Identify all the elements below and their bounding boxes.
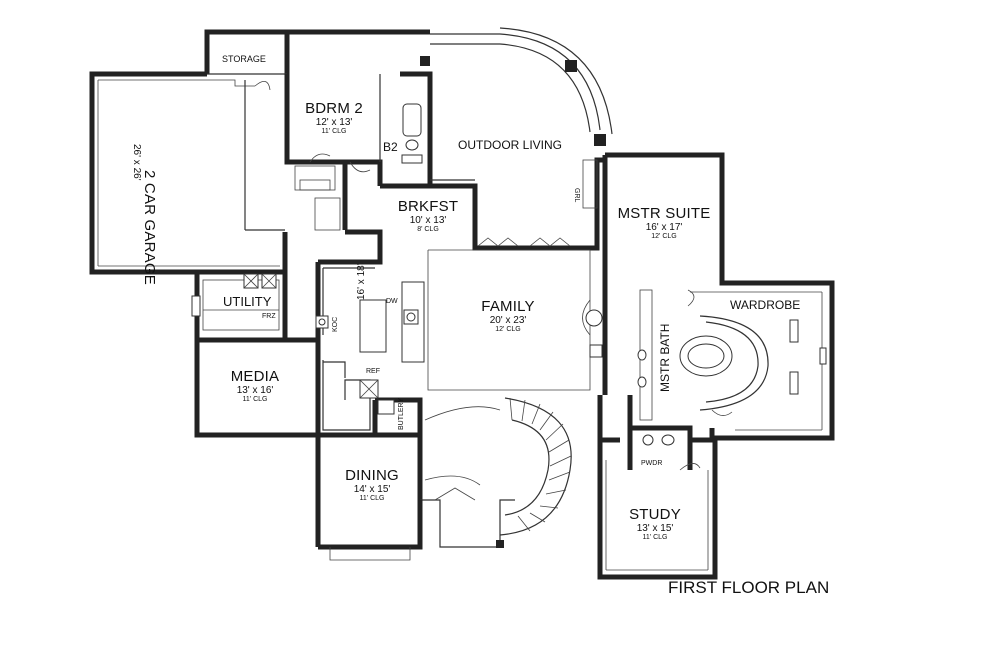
brkfst-size: 10' x 13' [409, 215, 447, 226]
mstr-bath-label: MSTR BATH [658, 324, 672, 392]
family-ceiling: 12' CLG [495, 326, 521, 333]
plan-title: FIRST FLOOR PLAN [668, 578, 830, 597]
dining-name: DINING [345, 467, 399, 484]
dw-label: DW [386, 298, 398, 305]
brkfst-name: BRKFST [397, 198, 459, 215]
bdrm2-name: BDRM 2 [305, 100, 363, 117]
media-name: MEDIA [230, 368, 280, 385]
wardrobe-label: WARDROBE [730, 298, 801, 312]
storage-label: STORAGE [222, 54, 266, 64]
garage-size: 26' x 26' [131, 144, 142, 181]
dining-ceiling: 11' CLG [359, 495, 385, 502]
b2-label: B2 [383, 140, 398, 154]
media-size: 13' x 16' [236, 385, 274, 396]
study-size: 13' x 15' [636, 523, 674, 534]
koc-label: KOC [332, 317, 339, 332]
mstr-bath-name: MSTR BATH [658, 323, 672, 392]
interior-lines [97, 56, 827, 571]
grl-text: GRL [573, 188, 580, 203]
family-size: 20' x 23' [489, 315, 527, 326]
bdrm2-label: BDRM 2 12' x 13' 11' CLG [293, 100, 375, 136]
study-label: STUDY 13' x 15' 11' CLG [614, 506, 696, 542]
frz-label: FRZ [262, 313, 276, 320]
butlery-text: BUTLERY [398, 397, 405, 430]
study-ceiling: 11' CLG [642, 534, 668, 541]
brkfst-ceiling: 8' CLG [417, 226, 439, 233]
garage-name: 2 CAR GARAGE [141, 170, 158, 285]
mstr-suite-ceiling: 12' CLG [651, 233, 677, 240]
kitchen-size: 16' x 18' [356, 263, 367, 300]
ref-label: REF [366, 368, 380, 375]
grl-label: GRL [573, 188, 580, 202]
koc-text: KOC [332, 316, 339, 332]
dining-label: DINING 14' x 15' 11' CLG [330, 467, 414, 503]
media-label: MEDIA 13' x 16' 11' CLG [210, 368, 300, 404]
bdrm2-ceiling: 11' CLG [321, 128, 347, 135]
media-ceiling: 11' CLG [242, 396, 268, 403]
utility-label: UTILITY [223, 294, 272, 309]
pwdr-label: PWDR [641, 460, 663, 467]
butlery-label: BUTLERY [398, 398, 405, 430]
bdrm2-size: 12' x 13' [315, 117, 353, 128]
mstr-suite-name: MSTR SUITE [617, 205, 711, 222]
kitchen-size-label: 16' x 18' [356, 263, 367, 300]
garage-label: 2 CAR GARAGE [141, 170, 158, 285]
garage-size-label: 26' x 26' [131, 144, 142, 181]
outdoor-living-label: OUTDOOR LIVING [458, 138, 563, 152]
exterior-walls [89, 27, 835, 580]
brkfst-label: BRKFST 10' x 13' 8' CLG [387, 198, 469, 234]
family-label: FAMILY 20' x 23' 12' CLG [468, 298, 548, 334]
mstr-suite-size: 16' x 17' [645, 222, 683, 233]
family-name: FAMILY [481, 298, 535, 315]
study-name: STUDY [629, 506, 681, 523]
dining-size: 14' x 15' [353, 484, 391, 495]
mstr-suite-label: MSTR SUITE 16' x 17' 12' CLG [608, 205, 720, 241]
